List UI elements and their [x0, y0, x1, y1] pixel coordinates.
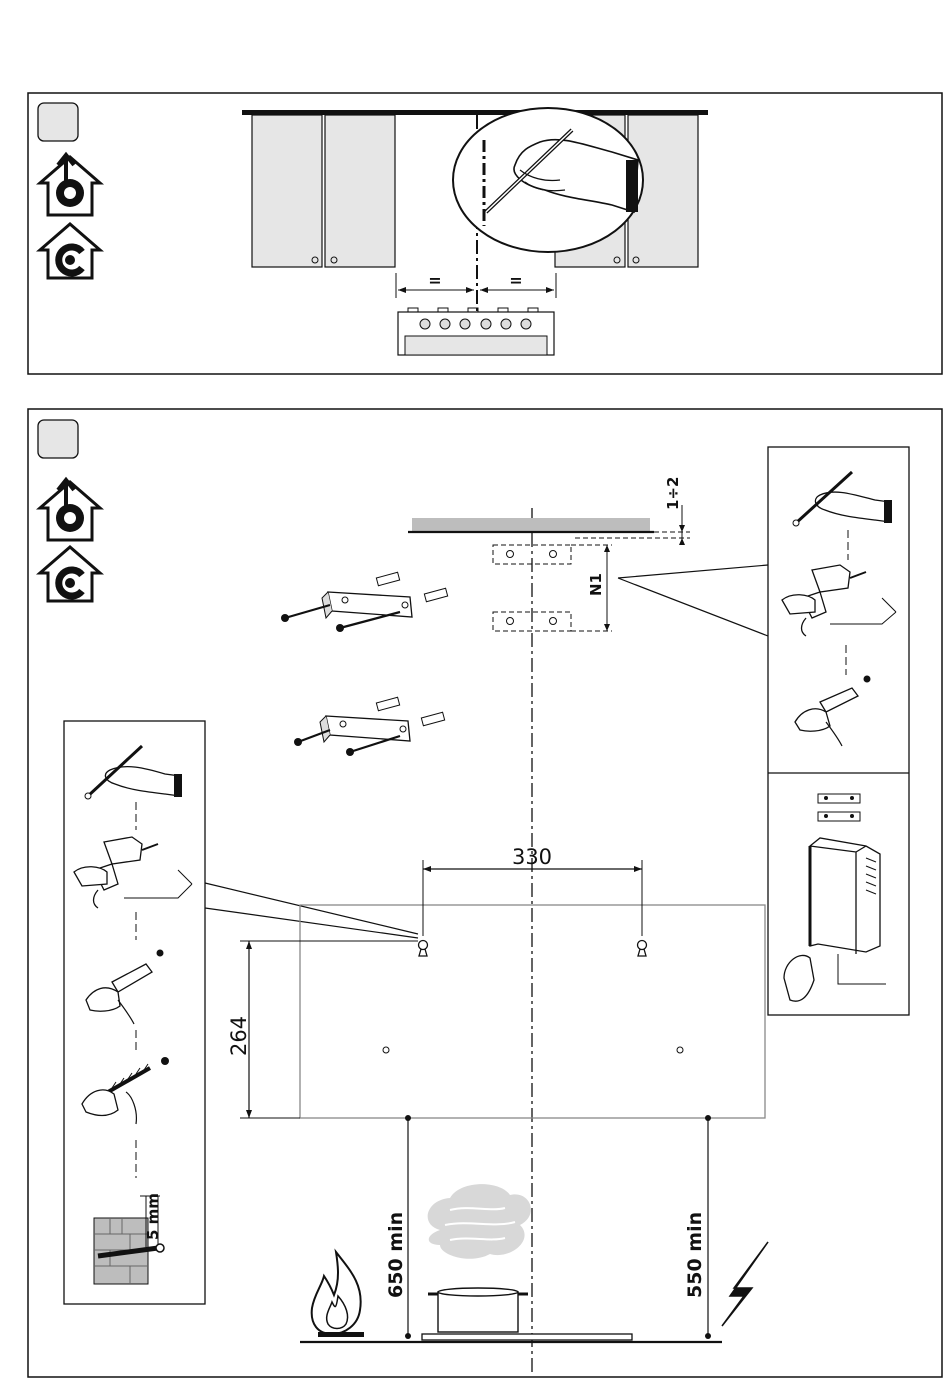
- dimension-n1: N1: [587, 573, 605, 596]
- height-dimension: 264: [227, 941, 418, 1118]
- marking-magnifier: [453, 108, 643, 252]
- lower-bracket-kit: [294, 697, 445, 756]
- hob-plate: [422, 1334, 632, 1340]
- electric-lightning-icon: [722, 1242, 768, 1326]
- cooker: [398, 308, 554, 355]
- gas-flame-icon: [312, 1252, 364, 1337]
- recirculation-icon: [40, 547, 100, 601]
- gas-min-distance: 650 min: [385, 1115, 411, 1339]
- pot-with-steam-icon: [428, 1184, 531, 1332]
- dimension-width: 330: [512, 845, 552, 869]
- callout-lines-right: [618, 565, 768, 636]
- panel-2-installation: 1÷2 N1: [28, 409, 942, 1377]
- step-number-box: [38, 420, 78, 458]
- dimension-height: 264: [227, 1016, 251, 1056]
- upper-bracket-kit: [281, 572, 448, 632]
- n1-dimension: N1: [587, 545, 610, 631]
- right-instruction-box: [768, 447, 909, 1015]
- ducted-extraction-icon: [40, 480, 100, 540]
- dimension-screw: 5 mm: [144, 1193, 162, 1240]
- ducted-extraction-icon: [40, 155, 100, 215]
- dimension-gap: 1÷2: [664, 477, 682, 510]
- callout-lines-left: [205, 883, 418, 938]
- electric-min-distance: 550 min: [684, 1115, 711, 1339]
- dimension-equal-right: =: [509, 271, 522, 290]
- min-distance-gas: 650 min: [385, 1212, 407, 1298]
- keyhole-slots: [383, 941, 683, 1054]
- min-distance-electric: 550 min: [684, 1212, 706, 1298]
- ceiling-block: [412, 518, 650, 531]
- dimension-equal-left: =: [428, 271, 441, 290]
- ceiling-gap-dimension: 1÷2: [664, 477, 685, 545]
- left-instruction-box: 5 mm: [64, 721, 205, 1304]
- step-number-box: [38, 103, 78, 141]
- ceiling-line: [242, 110, 708, 115]
- recirculation-icon: [40, 224, 100, 278]
- panel-1-marking: = =: [28, 93, 942, 374]
